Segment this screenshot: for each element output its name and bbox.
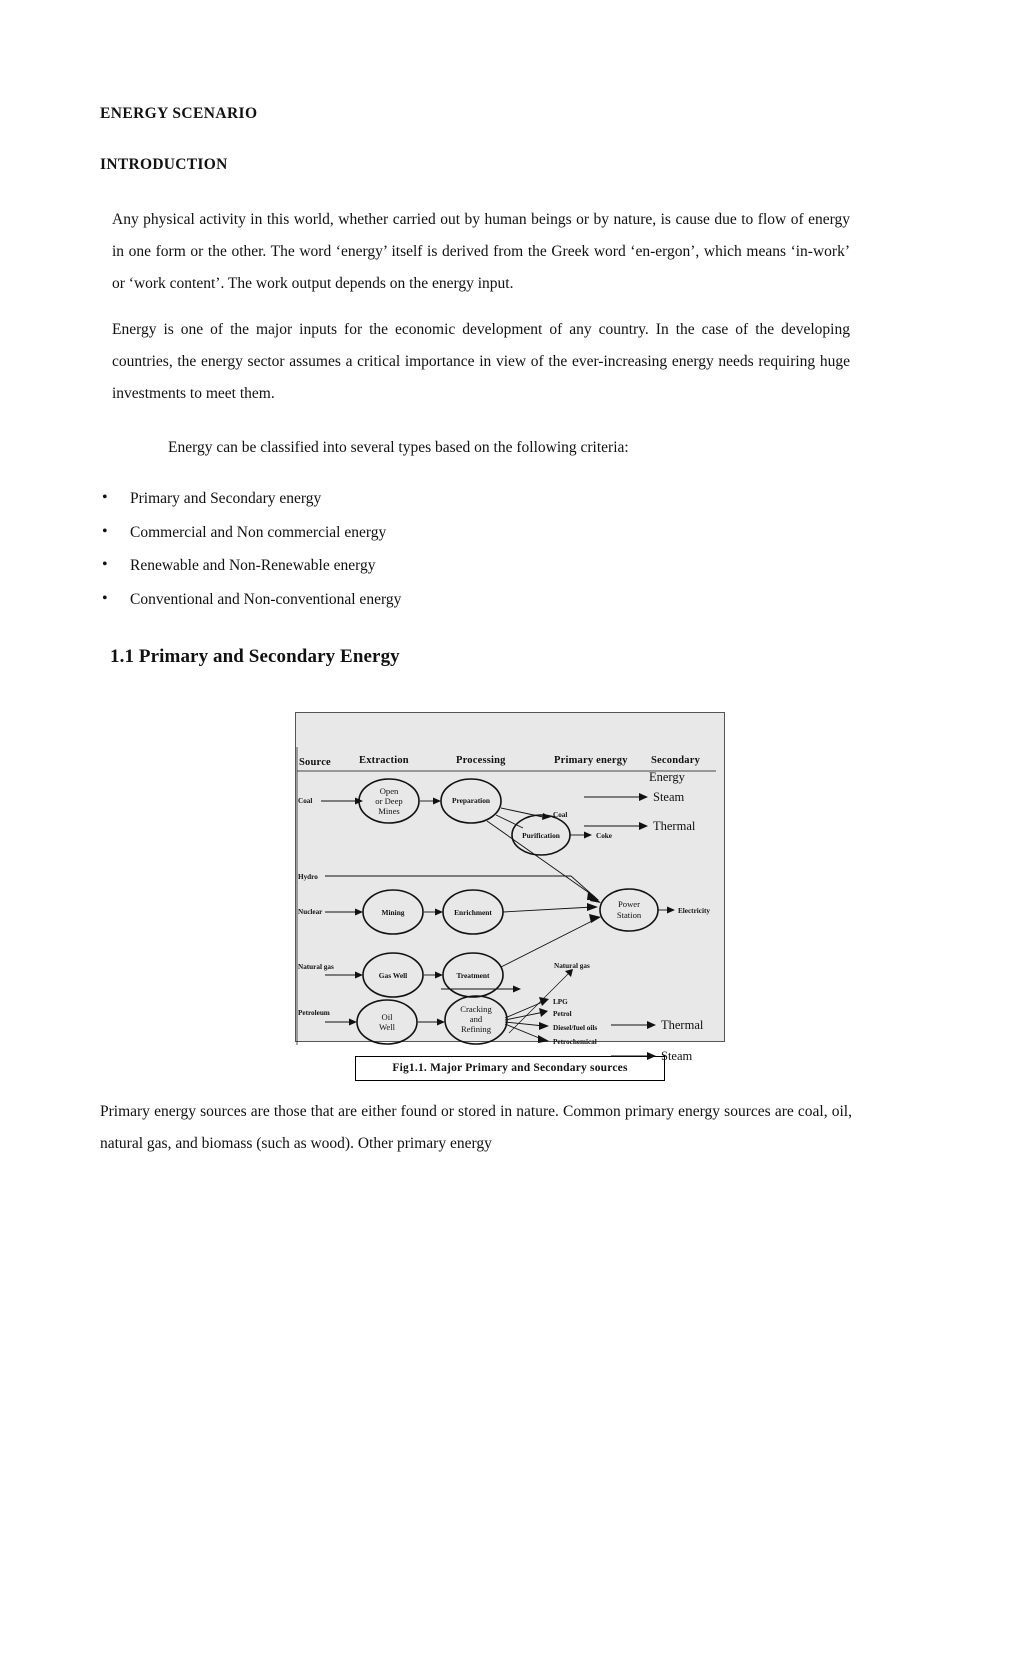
node-label: Treatment xyxy=(457,971,491,980)
column-header-primary-energy: Primary energy xyxy=(554,755,628,766)
list-item: • Renewable and Non-Renewable energy xyxy=(100,549,850,583)
section-heading-introduction: INTRODUCTION xyxy=(100,156,228,173)
column-header-processing: Processing xyxy=(456,755,506,766)
list-item: • Conventional and Non-conventional ener… xyxy=(100,583,850,617)
paragraph-1: Any physical activity in this world, whe… xyxy=(112,211,850,292)
node-label: Refining xyxy=(461,1024,492,1034)
list-item-label: Commercial and Non commercial energy xyxy=(130,523,387,541)
node-label: Mines xyxy=(378,806,400,816)
node-gas-well xyxy=(362,952,424,998)
bullet-icon: • xyxy=(102,589,108,607)
bullet-icon: • xyxy=(102,556,108,573)
list-item: • Commercial and Non commercial energy xyxy=(100,516,850,550)
criteria-intro-line: Energy can be classified into several ty… xyxy=(168,439,629,456)
sub-heading-1-1: 1.1 Primary and Secondary Energy xyxy=(110,646,400,667)
node-label: or Deep xyxy=(375,796,402,806)
column-header-extraction: Extraction xyxy=(359,755,409,766)
output-label-natural-gas: Natural gas xyxy=(554,962,590,970)
figure-block: Source Extraction Processing Primary ene… xyxy=(0,712,1020,1081)
energy-flow-diagram: Source Extraction Processing Primary ene… xyxy=(295,712,725,1063)
node-label: Power xyxy=(618,899,640,909)
criteria-list: • Primary and Secondary energy • Commerc… xyxy=(100,482,850,616)
column-header-secondary: Secondary xyxy=(651,755,701,766)
node-label: Enrichment xyxy=(454,908,492,917)
node-label: Oil xyxy=(382,1012,394,1022)
source-label-natural-gas: Natural gas xyxy=(298,963,334,971)
node-mining xyxy=(362,889,424,935)
node-open-or-deep-mines xyxy=(358,778,420,824)
node-label: Gas Well xyxy=(379,971,407,980)
source-label-hydro: Hydro xyxy=(298,873,318,881)
figure-caption: Fig1.1. Major Primary and Secondary sour… xyxy=(355,1056,665,1081)
node-treatment xyxy=(442,952,504,998)
node-label: Preparation xyxy=(452,796,490,805)
node-label: Open xyxy=(380,786,399,796)
node-oil-well xyxy=(356,999,418,1045)
node-label: Cracking xyxy=(460,1004,492,1014)
source-label-petroleum: Petroleum xyxy=(298,1009,330,1017)
list-item: • Primary and Secondary energy xyxy=(100,482,850,516)
list-item-label: Conventional and Non-conventional energy xyxy=(130,590,402,608)
output-label-lpg: LPG xyxy=(553,998,568,1006)
node-label: Station xyxy=(617,910,642,920)
bullet-icon: • xyxy=(102,522,108,540)
node-label: and xyxy=(470,1014,483,1024)
list-item-label: Primary and Secondary energy xyxy=(130,490,322,507)
secondary-output-steam: Steam xyxy=(653,790,685,804)
paragraph-2: Energy is one of the major inputs for th… xyxy=(112,321,850,402)
page-title: ENERGY SCENARIO xyxy=(100,105,258,122)
list-item-label: Renewable and Non-Renewable energy xyxy=(130,557,376,574)
output-label-petrol: Petrol xyxy=(553,1010,572,1018)
source-label-coal: Coal xyxy=(298,797,312,805)
secondary-output-electricity: Electricity xyxy=(678,907,710,915)
secondary-output-thermal-2: Thermal xyxy=(661,1018,704,1032)
node-label: Purification xyxy=(522,831,560,840)
source-label-nuclear: Nuclear xyxy=(298,908,323,916)
secondary-output-steam-2: Steam xyxy=(661,1049,693,1063)
paragraph-3: Primary energy sources are those that ar… xyxy=(100,1103,852,1152)
document-content: ENERGY SCENARIO INTRODUCTION Any physica… xyxy=(100,105,850,668)
energy-flow-diagram-svg: Source Extraction Processing Primary ene… xyxy=(296,747,716,1063)
column-header-source: Source xyxy=(299,757,331,768)
bullet-icon: • xyxy=(102,489,108,506)
output-label-petrochemical: Petrochemical xyxy=(553,1038,597,1046)
node-label: Well xyxy=(379,1022,396,1032)
node-preparation xyxy=(440,778,502,824)
node-label: Mining xyxy=(382,908,405,917)
secondary-output-thermal: Thermal xyxy=(653,819,696,833)
column-header-secondary-energy: Energy xyxy=(649,770,686,784)
output-label-diesel-fuel-oils: Diesel/fuel oils xyxy=(553,1024,597,1032)
output-label-coal: Coal xyxy=(553,811,567,819)
output-label-coke: Coke xyxy=(596,832,612,840)
